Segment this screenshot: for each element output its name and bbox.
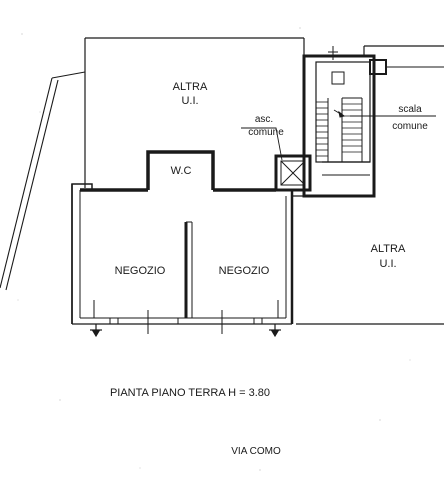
shop-left-label: NEGOZIO (115, 265, 166, 277)
north-marker (328, 46, 338, 60)
right-unit-label-line2: U.I. (379, 258, 396, 270)
right-unit-label-line1: ALTRA (371, 243, 406, 255)
wc-label: W.C (171, 165, 192, 177)
right-unit-walls (292, 67, 444, 325)
elevator-label-line2: comune (248, 127, 284, 138)
elevator-label-line1: asc. (255, 114, 273, 125)
leader-lines (241, 115, 436, 161)
stair-block (302, 54, 376, 198)
stair-label-line1: scala (398, 104, 422, 115)
upper-unit-label-line1: ALTRA (173, 81, 208, 93)
stair-label-line2: comune (392, 121, 428, 132)
elevator (274, 154, 312, 192)
shop-right-label: NEGOZIO (219, 265, 270, 277)
plan-caption: PIANTA PIANO TERRA H = 3.80 (110, 387, 270, 399)
shop-walls (71, 183, 294, 325)
wc-walls (146, 150, 215, 190)
left-boundary (0, 71, 86, 291)
entrance-markers (90, 324, 281, 338)
street-label: VIA COMO (231, 446, 281, 457)
stair-arrow (333, 109, 346, 118)
paper-speckle (17, 27, 411, 471)
upper-unit-label-line2: U.I. (181, 95, 198, 107)
upper-right-stub (363, 45, 444, 75)
upper-unit-walls (84, 37, 305, 188)
storefront-openings (93, 300, 279, 334)
stair-treads (316, 101, 362, 157)
